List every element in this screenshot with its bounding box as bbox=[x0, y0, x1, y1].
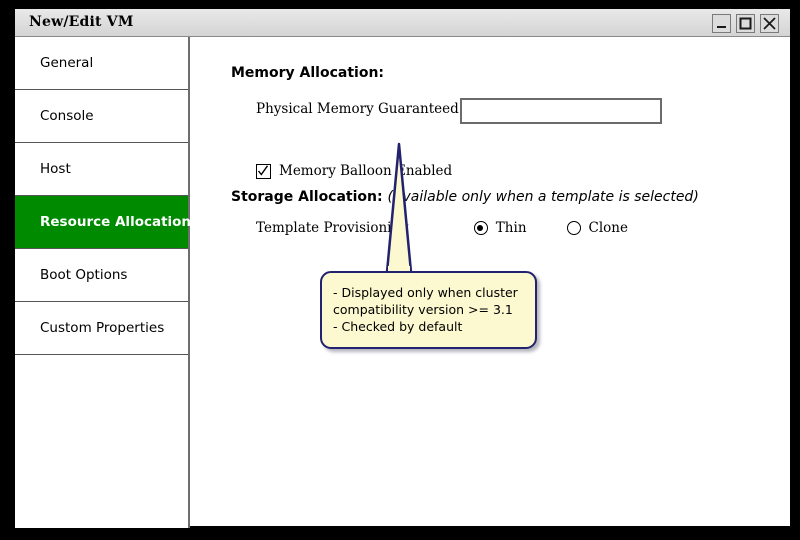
radio-option-thin[interactable]: Thin bbox=[473, 220, 527, 236]
storage-allocation-heading: Storage Allocation: (Available only when… bbox=[231, 189, 699, 205]
template-provisioning-label: Template Provisioning bbox=[256, 220, 409, 236]
sidebar-item-console[interactable]: Console bbox=[15, 90, 188, 143]
content-panel: Memory Allocation: Physical Memory Guara… bbox=[190, 37, 790, 526]
radio-option-clone[interactable]: Clone bbox=[566, 220, 628, 236]
window-title: New/Edit VM bbox=[29, 14, 134, 30]
title-bar: New/Edit VM bbox=[15, 9, 790, 37]
template-provisioning-row: Template Provisioning Thin Clone bbox=[256, 220, 628, 236]
memory-allocation-heading: Memory Allocation: bbox=[231, 65, 384, 81]
physical-memory-input[interactable] bbox=[460, 98, 662, 124]
thin-radio[interactable] bbox=[473, 221, 488, 235]
application-window: New/Edit VM General bbox=[14, 8, 791, 528]
sidebar-item-general[interactable]: General bbox=[15, 37, 188, 90]
sidebar-item-label: Host bbox=[40, 161, 71, 177]
sidebar-nav: General Console Host Resource Allocation… bbox=[15, 37, 192, 528]
sidebar-item-resource-allocation[interactable]: Resource Allocation bbox=[15, 196, 192, 249]
thin-radio-label: Thin bbox=[495, 220, 527, 236]
maximize-icon bbox=[739, 17, 752, 30]
memory-balloon-checkbox-row[interactable]: Memory Balloon Enabled bbox=[256, 163, 452, 179]
sidebar-item-host[interactable]: Host bbox=[15, 143, 188, 196]
sidebar-item-label: Resource Allocation bbox=[40, 214, 192, 230]
storage-allocation-heading-text: Storage Allocation: bbox=[231, 189, 383, 205]
maximize-button[interactable] bbox=[736, 14, 755, 33]
sidebar-item-label: Boot Options bbox=[40, 267, 128, 283]
sidebar-item-label: Custom Properties bbox=[40, 320, 165, 336]
clone-radio-label: Clone bbox=[588, 220, 628, 236]
clone-radio[interactable] bbox=[566, 221, 581, 235]
sidebar-item-label: Console bbox=[40, 108, 94, 124]
minimize-icon bbox=[717, 26, 726, 28]
close-icon bbox=[763, 17, 776, 30]
close-button[interactable] bbox=[760, 14, 779, 33]
sidebar-item-boot-options[interactable]: Boot Options bbox=[15, 249, 188, 302]
memory-balloon-label: Memory Balloon Enabled bbox=[279, 163, 453, 179]
check-icon bbox=[257, 164, 269, 176]
sidebar-empty-area bbox=[15, 355, 188, 528]
sidebar-item-custom-properties[interactable]: Custom Properties bbox=[15, 302, 188, 355]
memory-balloon-checkbox[interactable] bbox=[256, 163, 271, 179]
sidebar-item-label: General bbox=[40, 55, 94, 71]
storage-allocation-note: (Available only when a template is selec… bbox=[387, 189, 699, 205]
memory-allocation-heading-text: Memory Allocation: bbox=[231, 65, 385, 81]
physical-memory-label: Physical Memory Guaranteed bbox=[256, 101, 459, 117]
minimize-button[interactable] bbox=[712, 14, 731, 33]
